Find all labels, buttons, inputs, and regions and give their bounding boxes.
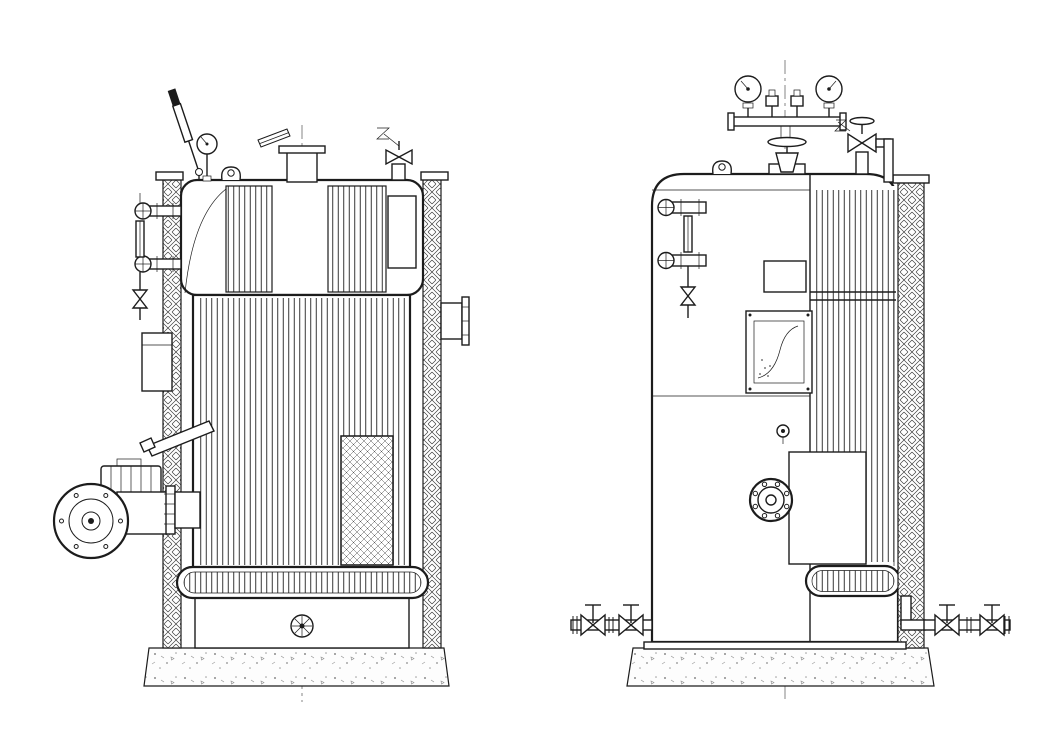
gauge-drain-valve: [131, 272, 149, 320]
side-flue-outlet: [440, 296, 470, 346]
handwheel: [767, 136, 807, 148]
concrete-foundation: [626, 647, 935, 687]
drum-tube-rows: [327, 185, 387, 293]
bottom-header: [175, 565, 430, 600]
gauge-manifold: [727, 112, 847, 139]
main-steam-valve: [767, 136, 807, 175]
junction-box: [763, 260, 807, 293]
gate-valve: [934, 604, 960, 637]
pressure-gauge-right: [815, 75, 843, 117]
gauge-valve-lower: [134, 255, 152, 273]
gauge-valve-lower: [657, 251, 675, 270]
downcomer-box: [387, 195, 417, 269]
test-cock-right: [790, 89, 804, 117]
gauge-needle: [200, 136, 208, 145]
spring-symbol: [376, 127, 390, 140]
lifting-lug: [712, 160, 732, 175]
flue-cover: [257, 128, 291, 148]
control-panel: [745, 310, 813, 394]
concrete-foundation: [143, 647, 450, 687]
pressure-gauge: [196, 133, 218, 182]
side-access-box: [141, 332, 173, 392]
gate-valve: [979, 604, 1005, 637]
panel-curve: [757, 325, 799, 379]
gauge-valve-upper: [134, 202, 152, 220]
spring-symbol: [834, 119, 847, 132]
handwheel: [849, 116, 875, 126]
base-plate: [643, 641, 907, 650]
safety-valve-front: [834, 116, 894, 183]
sight-hole: [776, 424, 790, 444]
blowdown-piping-left: [570, 604, 653, 637]
pressure-gauge-left: [734, 75, 762, 117]
burner-pipe: [164, 485, 201, 535]
fan-scroll: [52, 482, 130, 560]
burner-mounting-flange: [748, 477, 794, 523]
water-level-gauge-front: [657, 198, 707, 318]
insulated-brick-wall: [892, 174, 930, 649]
right-view: Front elevation (partly sectioned): [570, 60, 1011, 702]
test-cock-left: [765, 89, 779, 117]
thermometer: [167, 88, 203, 180]
flue-outlet: [257, 128, 326, 183]
lifting-lug: [221, 166, 241, 181]
valve-lever: [383, 133, 400, 147]
burner-blower-assembly: [52, 458, 201, 560]
safety-valve: [376, 127, 413, 181]
gate-valve: [618, 604, 644, 637]
drum-tube-rows: [225, 185, 273, 293]
blower-motor: [100, 458, 162, 497]
drain-fan-symbol: [290, 614, 314, 638]
inclined-inspection-pipe: [139, 420, 215, 457]
left-view: Side elevation (sectioned through furnac…: [52, 88, 470, 702]
thermometer-bulb: [167, 88, 181, 107]
damper-panel: [340, 435, 394, 566]
discharge-pipe: [883, 138, 894, 183]
wind-box: [788, 451, 867, 565]
bottom-header: [804, 564, 902, 598]
gauge-drain-valve: [679, 266, 697, 318]
downcomer-pipe: [900, 595, 912, 623]
upper-drum: [179, 178, 425, 297]
gauge-valve-upper: [657, 198, 675, 217]
water-level-gauge: [131, 193, 182, 320]
blowdown-piping-right: [900, 595, 1011, 637]
gate-valve: [580, 604, 606, 637]
